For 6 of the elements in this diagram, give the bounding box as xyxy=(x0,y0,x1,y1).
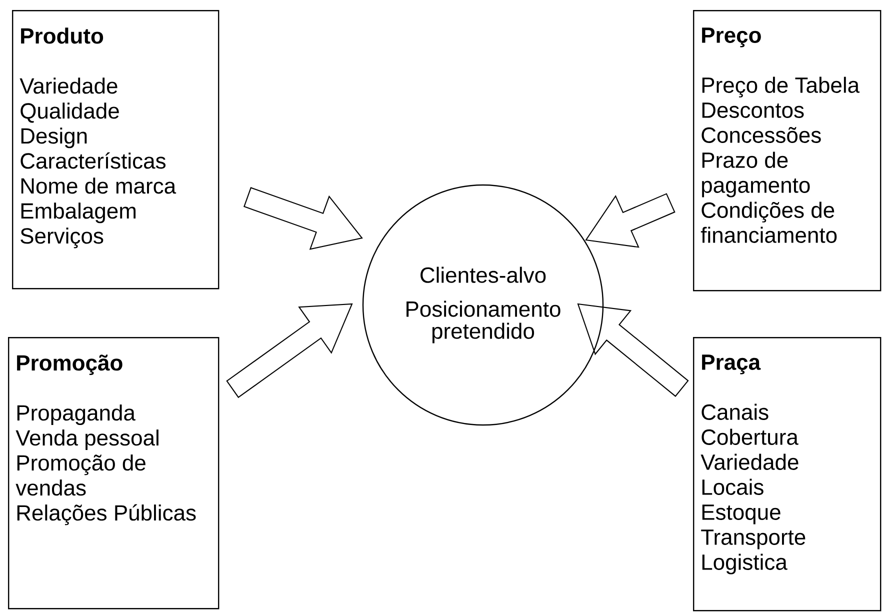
block-arrow xyxy=(585,193,676,248)
info-box: Preço Preço de Tabela Descontos Concessões Prazo de pagamento Condições de financiamento xyxy=(693,10,882,292)
info-box: Promoção Propaganda Venda pessoal Promoção de vendas Relações Públicas xyxy=(8,337,220,610)
block-arrow xyxy=(577,303,689,397)
info-box: Produto Variedade Qualidade Design Características Nome de marca Embalagem Serviços xyxy=(12,10,220,290)
info-box: Praça Canais Cobertura Variedade Locais Estoque Transporte Logistica xyxy=(693,337,882,612)
